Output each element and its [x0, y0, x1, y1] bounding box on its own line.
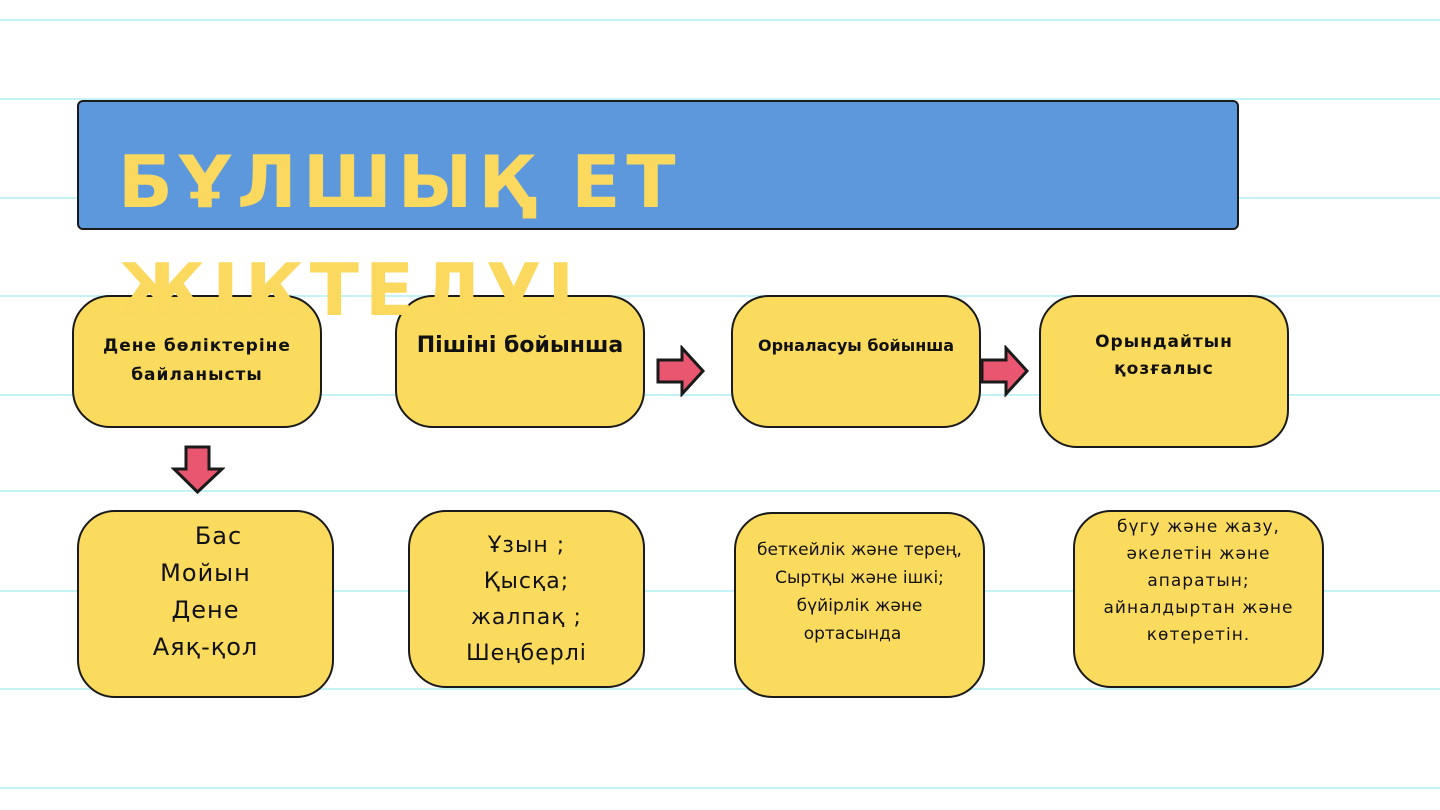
detail-text: Бас Мойын Дене Аяқ-қол — [79, 518, 332, 666]
rule-line — [0, 787, 1440, 789]
detail-line: беткейлік және терең, — [757, 540, 962, 560]
detail-line: Дене — [171, 596, 240, 624]
detail-box-movement: бүгу және жазу, әкелетін және апаратын; … — [1073, 510, 1324, 688]
detail-text: беткейлік және терең, Сыртқы және ішкі; … — [736, 536, 983, 648]
detail-line: апаратын; — [1147, 571, 1250, 591]
category-label: Дене бөліктеріне байланысты — [103, 336, 291, 385]
rule-line — [0, 295, 1440, 297]
rule-line — [0, 590, 1440, 592]
detail-line: жалпақ ; — [471, 605, 582, 630]
category-box-movement: Орындайтын қозғалыс — [1039, 295, 1289, 448]
arrow-right-icon — [980, 345, 1030, 397]
detail-line: ортасында — [803, 624, 902, 644]
detail-box-shape: Ұзын ; Қысқа; жалпақ ; Шеңберлі — [408, 510, 645, 688]
category-label: Орындайтын қозғалыс — [1095, 332, 1233, 379]
detail-line: Аяқ-қол — [152, 633, 259, 661]
category-box-shape: Пішіні бойынша — [395, 295, 645, 428]
rule-line — [0, 98, 1440, 100]
detail-line: Шеңберлі — [466, 641, 587, 666]
title-banner — [77, 100, 1239, 230]
rule-line — [0, 490, 1440, 492]
detail-text: бүгу және жазу, әкелетін және апаратын; … — [1075, 514, 1322, 649]
rule-line — [0, 394, 1440, 396]
category-box-location: Орналасуы бойынша — [731, 295, 981, 428]
category-label: Пішіні бойынша — [416, 333, 624, 358]
arrow-down-icon — [171, 445, 225, 495]
detail-line: бүгу және жазу, — [1117, 517, 1280, 537]
detail-line: айналдыртан және — [1103, 598, 1294, 618]
detail-line: Қысқа; — [483, 569, 570, 594]
detail-line: Сыртқы және ішкі; — [775, 568, 944, 588]
detail-box-location: беткейлік және терең, Сыртқы және ішкі; … — [734, 512, 985, 698]
rule-line — [0, 688, 1440, 690]
detail-line: Бас — [194, 522, 243, 550]
detail-line: бүйірлік және — [796, 596, 923, 616]
arrow-right-icon — [656, 345, 706, 397]
detail-text: Ұзын ; Қысқа; жалпақ ; Шеңберлі — [410, 528, 643, 672]
detail-line: көтеретін. — [1146, 625, 1251, 645]
detail-line: Ұзын ; — [487, 533, 566, 558]
page-title: БҰЛШЫҚ ЕТ ЖІКТЕЛУІ — [118, 140, 682, 332]
category-label: Орналасуы бойынша — [757, 336, 955, 355]
detail-line: Мойын — [160, 559, 251, 587]
detail-line: әкелетін және — [1126, 544, 1271, 564]
rule-line — [0, 19, 1440, 21]
category-box-body-parts: Дене бөліктеріне байланысты — [72, 295, 322, 428]
detail-box-body-parts: Бас Мойын Дене Аяқ-қол — [77, 510, 334, 698]
